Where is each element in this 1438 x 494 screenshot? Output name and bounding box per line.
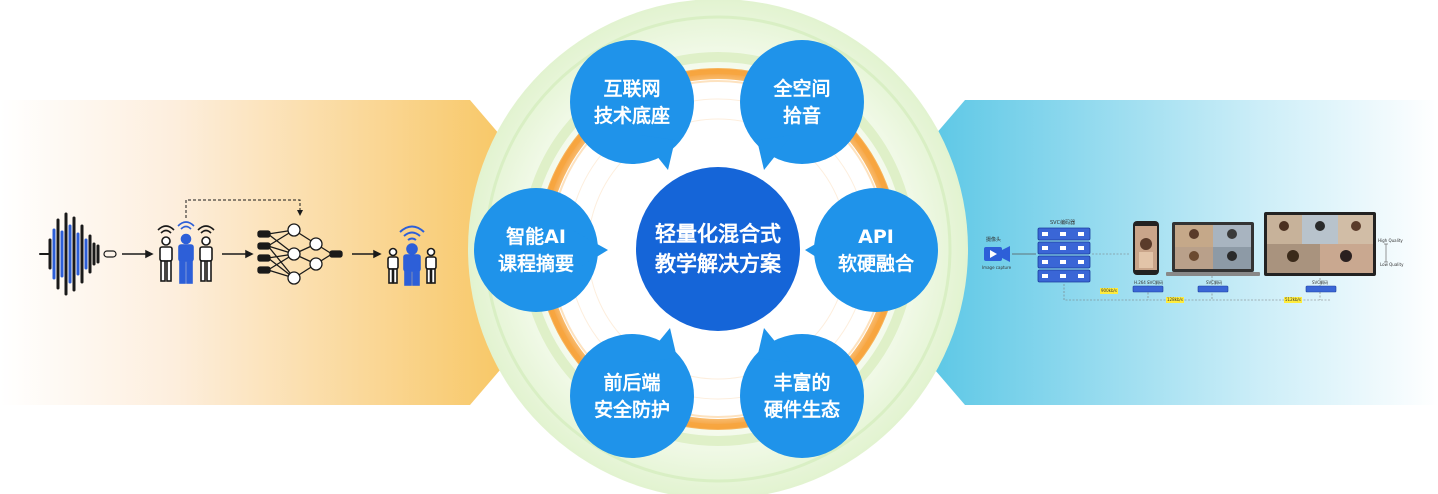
bubble-hardware: [740, 328, 864, 458]
decoder-label: SVC解码: [1312, 280, 1329, 285]
bubble-api: [805, 188, 938, 312]
quality-high-label: High Quality: [1378, 238, 1403, 243]
feature-line2: 技术底座: [593, 105, 670, 127]
encoder-server-icon: [1037, 227, 1091, 283]
bubble-internet: [570, 40, 694, 170]
center-circle: [636, 167, 800, 331]
rate-badge: 900kb/s: [1100, 288, 1118, 294]
feature-line1: 前后端: [603, 372, 661, 394]
arrow-icon: [122, 249, 154, 259]
feature-line2: 拾音: [782, 105, 821, 127]
bubble-ai: [474, 188, 608, 312]
speaker-highlight-icon: [387, 225, 437, 286]
feature-line1: API: [858, 226, 894, 248]
feature-audio-text: 全空间 拾音: [742, 76, 862, 130]
camera-icon: [984, 246, 1010, 262]
feature-internet-text: 互联网 技术底座: [572, 76, 692, 130]
feature-line2: 软硬融合: [837, 253, 914, 275]
center-title: 轻量化混合式 教学解决方案: [638, 219, 798, 279]
quality-low-label: Low Quality: [1380, 262, 1404, 267]
rate-badge: 512kb/s: [1284, 297, 1302, 303]
decoder-icons: [1132, 285, 1337, 293]
encoder-label: SVC编码器: [1050, 220, 1076, 226]
camera-label: 摄像头: [986, 237, 1002, 243]
feature-line1: 全空间: [773, 78, 831, 100]
feature-line2: 课程摘要: [497, 253, 574, 275]
laptop-device-icon: [1166, 222, 1260, 276]
feature-line2: 安全防护: [593, 399, 670, 421]
center-line2: 教学解决方案: [655, 252, 781, 276]
feature-security-text: 前后端 安全防护: [572, 370, 692, 424]
dashed-feedback-arrow: [185, 199, 301, 218]
feature-line1: 互联网: [603, 78, 661, 100]
decoder-label: SVC解码: [1206, 280, 1223, 285]
rate-badge: 128kb/s: [1166, 297, 1184, 303]
neural-network-icon: [257, 223, 343, 285]
feature-line1: 智能AI: [506, 226, 566, 248]
bubble-security: [570, 328, 694, 458]
people-group-icon: [157, 221, 215, 284]
feature-line2: 硬件生态: [763, 399, 840, 421]
arrow-icon: [352, 249, 382, 259]
waveform-icon: [39, 212, 117, 296]
feature-ai-text: 智能AI 课程摘要: [476, 224, 596, 278]
arrow-icon: [222, 249, 254, 259]
camera-sublabel: Image capture: [982, 265, 1012, 270]
quality-bracket: [1384, 243, 1388, 263]
phone-device-icon: [1133, 221, 1159, 275]
bubble-audio: [740, 40, 864, 170]
center-line1: 轻量化混合式: [655, 222, 781, 246]
tv-device-icon: [1264, 212, 1376, 276]
feature-api-text: API 软硬融合: [816, 224, 936, 278]
feature-hardware-text: 丰富的 硬件生态: [742, 370, 862, 424]
feature-line1: 丰富的: [773, 372, 831, 394]
decoder-label: H.264 SVC解码: [1134, 280, 1164, 285]
